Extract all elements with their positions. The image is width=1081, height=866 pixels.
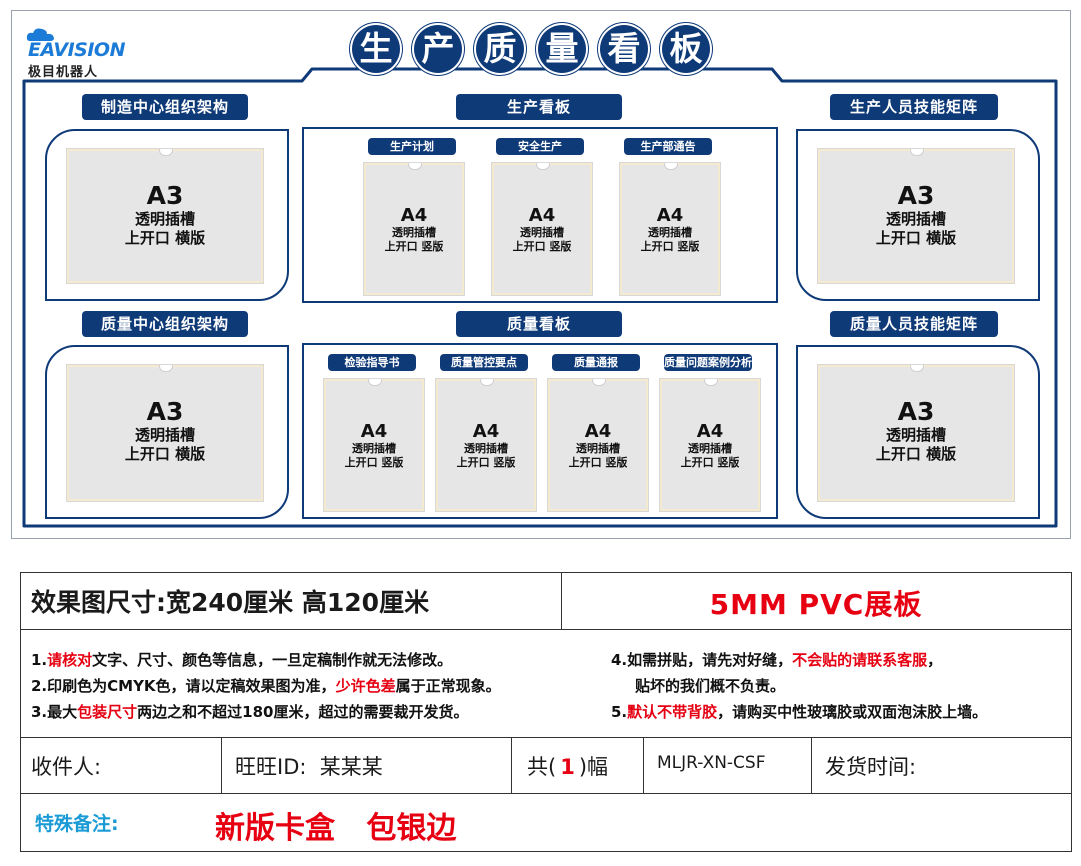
- order-info-table: 效果图尺寸:宽240厘米 高120厘米 5MM PVC展板 1.请核对文字、尺寸…: [20, 572, 1072, 852]
- slot-label: 质量问题案例分析: [664, 354, 752, 371]
- note-1: 1.请核对文字、尺寸、颜色等信息，一旦定稿制作就无法修改。: [31, 651, 453, 669]
- label-quality-skill-matrix: 质量人员技能矩阵: [830, 311, 998, 337]
- note-4-cont: 贴坏的我们概不负责。: [635, 677, 786, 695]
- brand-name: EAVISION: [28, 39, 125, 61]
- title-char: 板: [662, 25, 710, 73]
- panel-manufacturing-org: A3 透明插槽 上开口 横版: [45, 129, 289, 301]
- label-quality-org: 质量中心组织架构: [82, 311, 248, 337]
- label-quality-board: 质量看板: [456, 311, 622, 337]
- label-production-skill-matrix: 生产人员技能矩阵: [830, 94, 998, 120]
- note-4: 4.如需拼贴，请先对好缝，不会贴的请联系客服，: [611, 651, 943, 669]
- panel-quality-skill-matrix: A3 透明插槽 上开口 横版: [796, 345, 1040, 519]
- slot-label: 生产部通告: [624, 138, 712, 155]
- ship-time-field: 发货时间:: [825, 755, 917, 779]
- spec-material: 5MM PVC展板: [709, 588, 923, 621]
- recipient-field: 收件人:: [31, 755, 102, 779]
- slot-label: 质量通报: [552, 354, 640, 371]
- panel-production-skill-matrix: A3 透明插槽 上开口 横版: [796, 129, 1040, 301]
- panel-quality-org: A3 透明插槽 上开口 横版: [45, 345, 289, 519]
- title-char: 质: [476, 25, 524, 73]
- label-manufacturing-org: 制造中心组织架构: [82, 94, 248, 120]
- note-3: 3.最大包装尺寸两边之和不超过180厘米，超过的需要裁开发货。: [31, 703, 469, 721]
- kanban-board: EAVISION 极目机器人 生产质量看板 制造中心组织架构 A3 透明插槽 上…: [11, 10, 1071, 539]
- remark-value: 新版卡盒 包银边: [215, 811, 457, 846]
- brand-subname: 极目机器人: [28, 65, 99, 80]
- slot-label: 检验指导书: [328, 354, 416, 371]
- product-code: MLJR-XN-CSF: [657, 753, 766, 773]
- slot-label: 质量管控要点: [440, 354, 528, 371]
- a3-slot: A3 透明插槽 上开口 横版: [818, 149, 1014, 283]
- label-production-board: 生产看板: [456, 94, 622, 120]
- slot-label: 安全生产: [496, 138, 584, 155]
- wangwang-id: 旺旺ID: 某某某: [235, 755, 383, 779]
- title-char: 量: [538, 25, 586, 73]
- brand-logo: EAVISION 极目机器人: [26, 23, 146, 80]
- a3-slot: A3 透明插槽 上开口 横版: [818, 365, 1014, 501]
- cloud-icon: [26, 28, 54, 41]
- slot-label: 生产计划: [368, 138, 456, 155]
- a3-slot: A3 透明插槽 上开口 横版: [67, 365, 263, 501]
- note-2: 2.印刷色为CMYK色，请以定稿效果图为准，少许色差属于正常现象。: [31, 677, 501, 695]
- copy-count: 共(1)幅: [527, 755, 609, 779]
- note-5: 5.默认不带背胶，请购买中性玻璃胶或双面泡沫胶上墙。: [611, 703, 988, 721]
- title-char: 看: [600, 25, 648, 73]
- title-char: 产: [414, 25, 462, 73]
- spec-size: 效果图尺寸:宽240厘米 高120厘米: [31, 588, 430, 617]
- title-char: 生: [352, 25, 400, 73]
- board-frame: [22, 67, 1058, 528]
- remark-label: 特殊备注:: [35, 813, 119, 835]
- a3-slot: A3 透明插槽 上开口 横版: [67, 149, 263, 283]
